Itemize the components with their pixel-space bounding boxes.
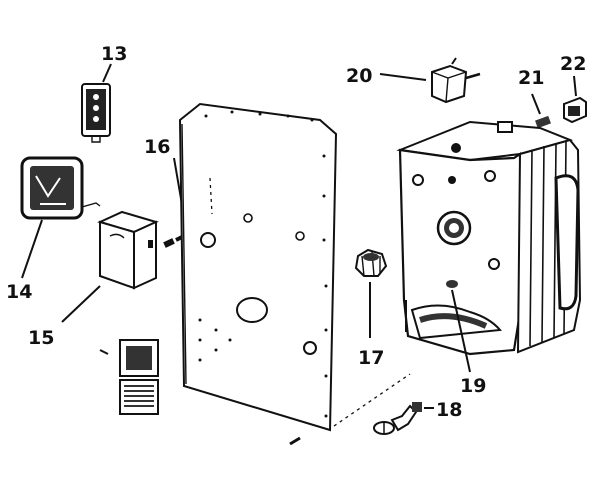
callout-16: 16 xyxy=(144,136,170,158)
part-17-cap xyxy=(354,248,388,338)
part-15-control-box xyxy=(61,210,159,323)
part-21-nut xyxy=(531,93,551,129)
callout-15: 15 xyxy=(28,327,54,349)
callout-14: 14 xyxy=(6,281,32,303)
callout-20: 20 xyxy=(346,65,372,87)
callout-18: 18 xyxy=(436,399,462,421)
back-panel xyxy=(178,102,411,446)
callout-13: 13 xyxy=(101,43,127,65)
part-13-switch xyxy=(81,63,112,143)
callout-22: 22 xyxy=(560,53,586,75)
part-22-connector xyxy=(563,75,587,124)
callout-21: 21 xyxy=(518,67,544,89)
callout-17: 17 xyxy=(358,347,384,369)
callout-19: 19 xyxy=(460,375,486,397)
part-14-thermostat xyxy=(20,156,101,279)
part-18-valve xyxy=(373,402,434,435)
inspection-covers xyxy=(99,339,159,415)
part-20-fitting xyxy=(379,57,481,104)
boiler-casting xyxy=(396,120,582,373)
